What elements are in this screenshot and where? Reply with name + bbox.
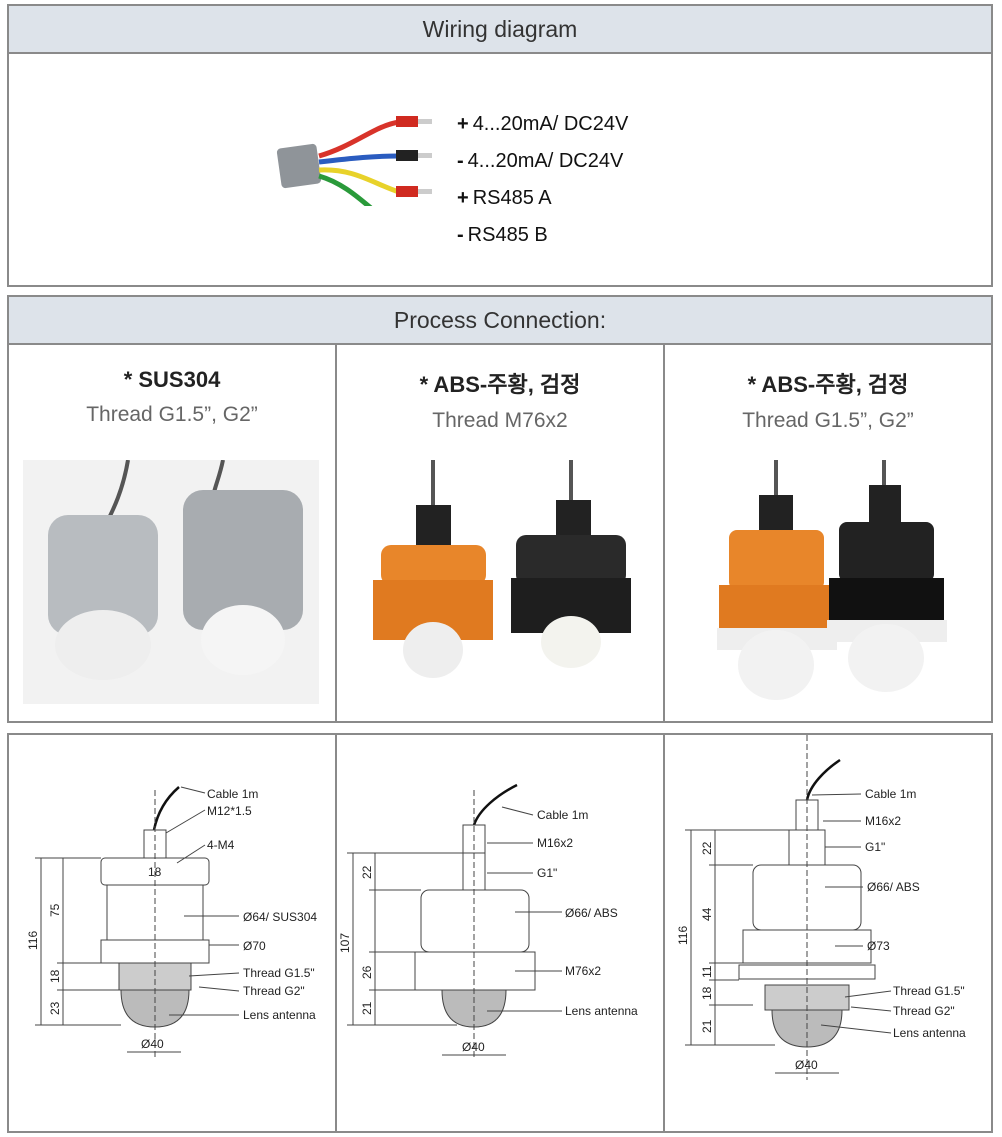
product-title: * SUS304 <box>123 367 221 392</box>
product-abs-g: * ABS-주황, 검정 Thread G1.5”, G2” <box>665 345 991 721</box>
label-gland: M16x2 <box>537 836 573 850</box>
wiring-labels: +4...20mA/ DC24V -4...20mA/ DC24V +RS485… <box>457 106 628 254</box>
dim-antenna: 23 <box>48 1001 62 1015</box>
wire-label: -RS485 B <box>457 224 548 246</box>
label-antenna: Lens antenna <box>565 1004 638 1018</box>
dim-thread: 18 <box>700 986 714 1000</box>
dim-total: 107 <box>338 933 352 953</box>
dim-antenna: 21 <box>360 1001 374 1015</box>
section-title: Wiring diagram <box>9 6 991 54</box>
wire-label: +4...20mA/ DC24V <box>457 113 629 135</box>
section-title: Process Connection: <box>9 297 991 345</box>
product-abs-m76: * ABS-주황, 검정 Thread M76x2 <box>337 345 665 721</box>
dim-neck: 22 <box>360 865 374 879</box>
product-title: * ABS-주황, 검정 <box>419 372 581 397</box>
label-gland: M12*1.5 <box>207 804 252 818</box>
label-thread-2: Thread G2" <box>243 984 305 998</box>
label-thread-1: Thread G1.5" <box>243 966 315 980</box>
dim-diameter: Ø40 <box>795 1058 818 1072</box>
abs-m76-sensor-photo <box>373 460 631 678</box>
label-body: Ø66/ ABS <box>867 880 920 894</box>
dim-diameter: Ø40 <box>462 1040 485 1054</box>
dimension-drawing: Cable 1m M16x2 G1" Ø66/ ABS Ø73 Thread G… <box>676 735 966 1080</box>
drawing-sus304: Cable 1m M12*1.5 4-M4 Ø64/ SUS304 Ø70 Th… <box>9 735 337 1131</box>
product-thread: Thread G1.5”, G2” <box>742 409 914 432</box>
label-cable: Cable 1m <box>537 808 588 822</box>
dim-thread: 26 <box>360 965 374 979</box>
dim-total: 116 <box>676 926 690 945</box>
dim-neck: 22 <box>700 841 714 855</box>
label-antenna: Lens antenna <box>243 1008 316 1022</box>
dimension-drawing: Cable 1m M16x2 G1" Ø66/ ABS M76x2 Lens a… <box>338 783 638 1060</box>
label-body: Ø66/ ABS <box>565 906 618 920</box>
dim-flange: 11 <box>700 965 714 978</box>
wire-label: -4...20mA/ DC24V <box>457 150 624 172</box>
wire-label: +RS485 A <box>457 187 552 209</box>
label-antenna: Lens antenna <box>893 1026 966 1040</box>
label-thread-1: Thread G1.5" <box>893 984 965 998</box>
label-ring: Ø73 <box>867 939 890 953</box>
label-screws: 4-M4 <box>207 838 235 852</box>
product-sus304: * SUS304 Thread G1.5”, G2” <box>9 345 337 721</box>
wiring-diagram-section: Wiring diagram +4...20mA/ DC24V -4...20m… <box>7 4 993 287</box>
drawing-abs-m76: Cable 1m M16x2 G1" Ø66/ ABS M76x2 Lens a… <box>337 735 665 1131</box>
dim-screw-spacing: 18 <box>148 865 162 879</box>
label-neck: G1" <box>865 840 885 854</box>
label-cable: Cable 1m <box>865 787 916 801</box>
process-connection-section: Process Connection: * SUS304 Thread G1.5… <box>7 295 993 723</box>
sus304-sensor-photo <box>23 460 319 704</box>
label-gland: M16x2 <box>865 814 901 828</box>
product-thread: Thread G1.5”, G2” <box>86 403 258 426</box>
dimension-drawings-section: Cable 1m M12*1.5 4-M4 Ø64/ SUS304 Ø70 Th… <box>7 733 993 1133</box>
product-thread: Thread M76x2 <box>432 409 568 432</box>
label-thread-2: Thread G2" <box>893 1004 955 1018</box>
product-title: * ABS-주황, 검정 <box>747 372 909 397</box>
label-cable: Cable 1m <box>207 787 258 801</box>
dim-thread: 18 <box>48 969 62 983</box>
abs-g-sensor-photo <box>717 460 947 700</box>
label-neck: G1" <box>537 866 557 880</box>
label-ring: Ø70 <box>243 939 266 953</box>
dim-diameter: Ø40 <box>141 1037 164 1051</box>
dim-body: 44 <box>700 907 714 921</box>
cable-wires-image <box>276 116 432 206</box>
dimension-drawing: Cable 1m M12*1.5 4-M4 Ø64/ SUS304 Ø70 Th… <box>26 786 317 1060</box>
drawing-abs-g: Cable 1m M16x2 G1" Ø66/ ABS Ø73 Thread G… <box>665 735 991 1131</box>
label-body: Ø64/ SUS304 <box>243 910 317 924</box>
dim-antenna: 21 <box>700 1019 714 1033</box>
dim-body: 75 <box>48 903 62 917</box>
label-thread: M76x2 <box>565 964 601 978</box>
dim-total: 116 <box>26 931 40 950</box>
